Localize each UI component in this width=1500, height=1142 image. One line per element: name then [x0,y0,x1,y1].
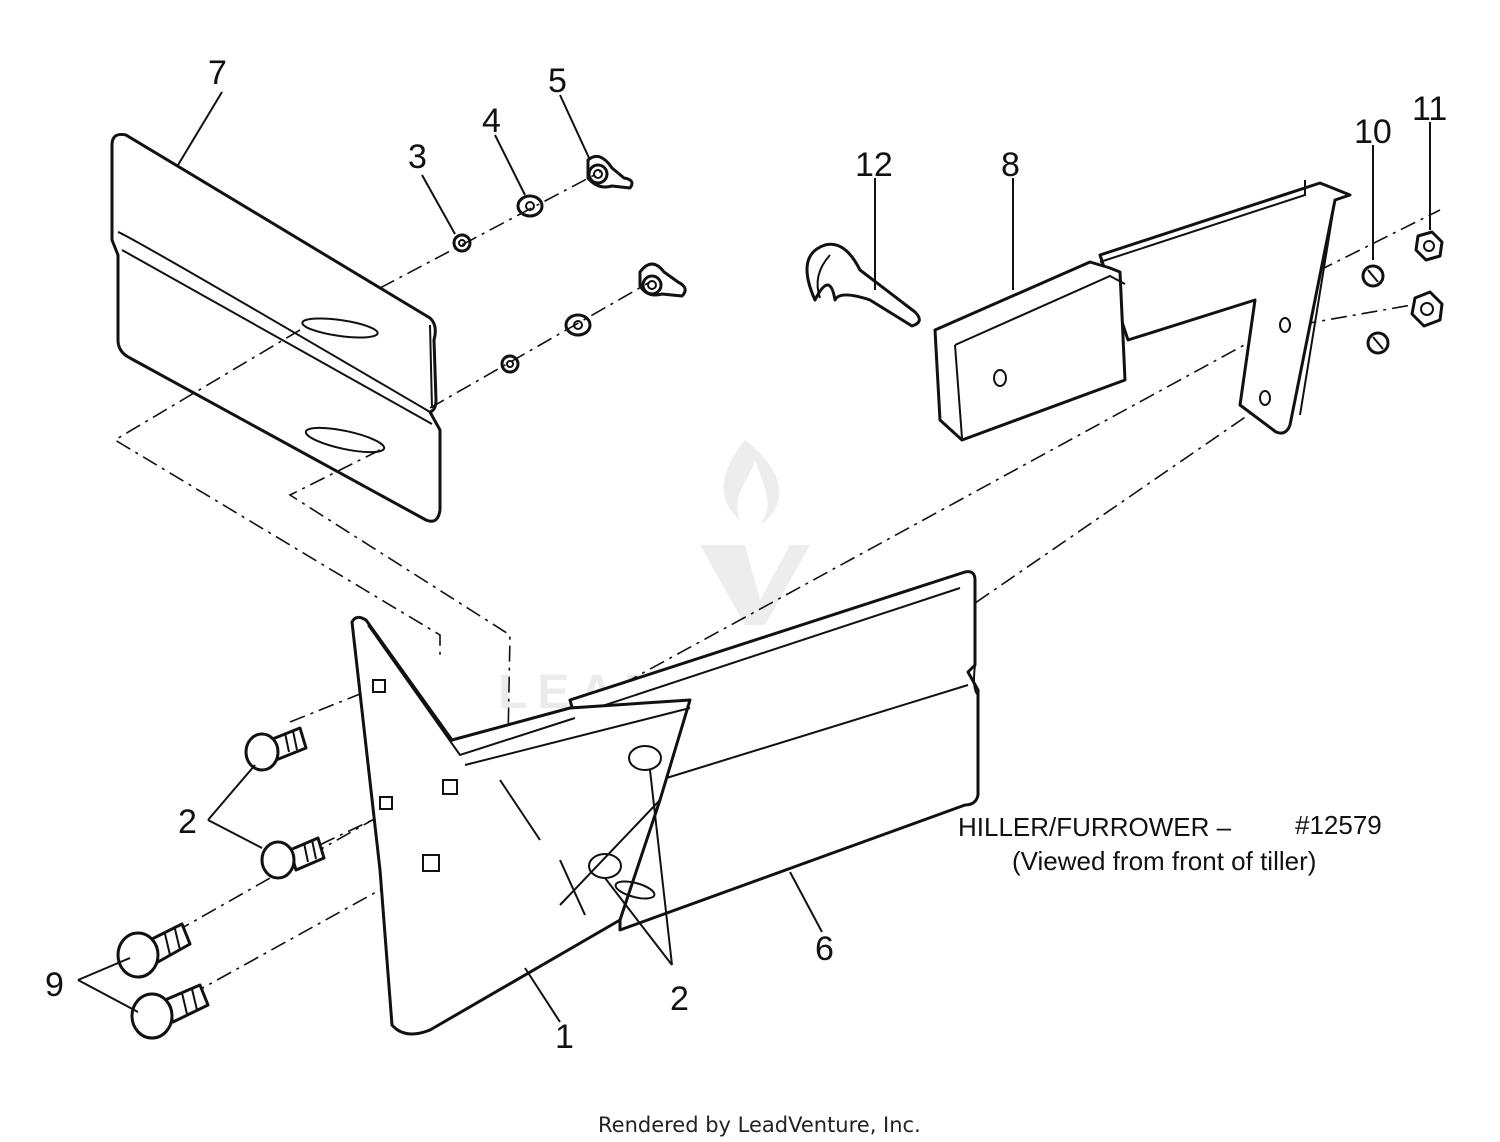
wing-plate-6 [568,570,980,932]
callout-7: 7 [208,54,227,92]
callout-10: 10 [1354,113,1392,151]
callout-1: 1 [555,1018,574,1056]
flat-washer-4-upper [516,194,544,218]
callout-8: 8 [1001,146,1020,184]
diagram-title: HILLER/FURROWER – [958,812,1232,842]
carriage-bolt-9-lower [130,983,210,1040]
wing-plate-7 [110,133,442,523]
diagram-subtitle: (Viewed from front of tiller) [1012,846,1316,876]
footer-credit: Rendered by LeadVenture, Inc. [598,1113,921,1137]
lock-washer-10-upper [1361,264,1385,288]
drawing-number: #12579 [1295,810,1382,840]
callout-6: 6 [815,930,834,968]
callout-9: 9 [45,966,64,1004]
carriage-bolt-9-upper [116,922,192,979]
wing-nut-5-lower [638,262,687,298]
bracket-plate-8 [933,260,1127,442]
carriage-bolt-2-lower [260,836,326,880]
hitch-pin-12 [805,242,921,328]
callout-11: 11 [1412,90,1447,128]
shank-8 [1098,180,1352,435]
callout-labels: 7 3 4 5 12 8 10 11 2 2 1 6 9 [45,54,1447,1056]
carriage-bolt-2-upper [244,726,308,772]
callout-3: 3 [408,138,427,176]
leader-lines [77,91,1431,1023]
hex-nut-11-lower [1410,290,1444,328]
lock-washer-3-upper [452,233,472,253]
callout-2-left: 2 [178,803,197,841]
callout-12: 12 [855,146,893,184]
callout-5: 5 [548,62,567,100]
wing-nut-5-upper [586,154,634,190]
callout-2-right: 2 [670,980,689,1018]
lock-washer-10-lower [1366,331,1390,355]
hex-nut-11-upper [1414,230,1444,262]
flat-washer-4-lower [564,313,592,337]
callout-4: 4 [482,102,501,140]
